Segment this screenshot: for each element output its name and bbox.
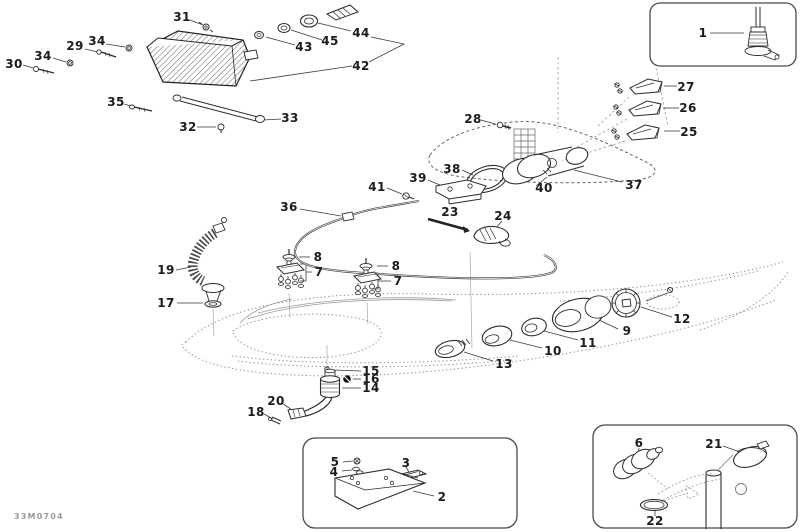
part-callout-31: 31: [173, 10, 191, 24]
part-callout-40: 40: [535, 181, 553, 195]
part-callout-19: 19: [157, 263, 175, 277]
part-callout-34-a: 34: [88, 34, 106, 48]
part-callout-26: 26: [679, 101, 697, 115]
part-callout-6: 6: [634, 436, 644, 450]
part-callout-3: 3: [401, 456, 411, 470]
part-callout-12: 12: [673, 312, 691, 326]
handlebar-switch-26: [613, 100, 662, 117]
part-callout-41: 41: [368, 180, 386, 194]
handlebar-switch-27: [614, 78, 663, 95]
part-callout-45: 45: [321, 34, 339, 48]
leader-lines: [22, 19, 744, 516]
inset-box-bracket: [302, 437, 518, 529]
inset-box-steering-lock: [592, 424, 798, 529]
part-callout-32: 32: [179, 120, 197, 134]
cable-36: [293, 200, 557, 280]
part-callout-28: 28: [464, 112, 482, 126]
part-callout-21: 21: [705, 437, 723, 451]
part-callout-9: 9: [622, 324, 632, 338]
part-callout-35: 35: [107, 95, 125, 109]
part-callout-33: 33: [281, 111, 299, 125]
part-callout-25: 25: [680, 125, 698, 139]
latch-hook-24: [473, 225, 511, 247]
bracket-screw-41: [402, 192, 415, 200]
part-callout-23: 23: [441, 205, 459, 219]
part-callout-34-b: 34: [34, 49, 52, 63]
muffler-bracket-39: [435, 179, 487, 205]
part-callout-13: 13: [495, 357, 513, 371]
mount-stack-right: [353, 257, 382, 298]
part-callout-27: 27: [677, 80, 695, 94]
mount-stack-left: [276, 248, 305, 289]
part-callout-42: 42: [352, 59, 370, 73]
ignition-dial-12: [611, 286, 674, 318]
air-silencer-outline: [428, 121, 656, 184]
part-callout-10: 10: [544, 344, 562, 358]
part-callout-24: 24: [494, 209, 512, 223]
part-callout-18: 18: [247, 405, 265, 419]
grommet-17: [204, 300, 222, 308]
part-callout-8-b: 8: [391, 259, 401, 273]
latch-arrow-23: [427, 217, 470, 233]
part-callout-16: 16: [362, 372, 380, 386]
headlight-housing: [146, 30, 259, 87]
hull-outline: [181, 261, 789, 377]
headlight-bulb: [198, 21, 214, 33]
part-callout-44: 44: [352, 26, 370, 40]
part-callout-4: 4: [329, 465, 339, 479]
mounting-screws: [33, 44, 153, 113]
part-callout-2: 2: [437, 490, 447, 504]
ignition-parts: [434, 295, 612, 359]
part-callout-7-b: 7: [393, 274, 403, 288]
part-callout-29: 29: [66, 39, 84, 53]
part-callout-37: 37: [625, 178, 643, 192]
windshield-lines: [239, 297, 457, 324]
bulb-socket-parts: [254, 4, 359, 39]
reference-lines: [212, 251, 473, 365]
part-callout-30: 30: [5, 57, 23, 71]
part-callout-8-a: 8: [313, 250, 323, 264]
inset-box-steering: [649, 2, 797, 67]
part-callout-20: 20: [267, 394, 285, 408]
exhaust-pipe-40: [502, 146, 589, 185]
diagram-code: 33M0704: [14, 512, 64, 521]
cutoff-switch-assembly: [268, 366, 351, 425]
part-callout-15: 15: [362, 364, 380, 378]
headlight-support-rod: [172, 94, 265, 133]
part-callout-43: 43: [295, 40, 313, 54]
fitting-28: [496, 121, 512, 131]
part-callout-22: 22: [646, 514, 664, 528]
part-callout-14: 14: [362, 381, 380, 395]
part-callout-7-a: 7: [314, 265, 324, 279]
part-callout-1: 1: [698, 26, 708, 40]
handlebar-switch-25: [611, 124, 660, 141]
tether-cord-19: [187, 217, 227, 302]
part-callout-38: 38: [443, 162, 461, 176]
part-callout-36: 36: [280, 200, 298, 214]
part-callout-39: 39: [409, 171, 427, 185]
part-callout-11: 11: [579, 336, 597, 350]
part-callout-5: 5: [330, 455, 340, 469]
part-callout-17: 17: [157, 296, 175, 310]
